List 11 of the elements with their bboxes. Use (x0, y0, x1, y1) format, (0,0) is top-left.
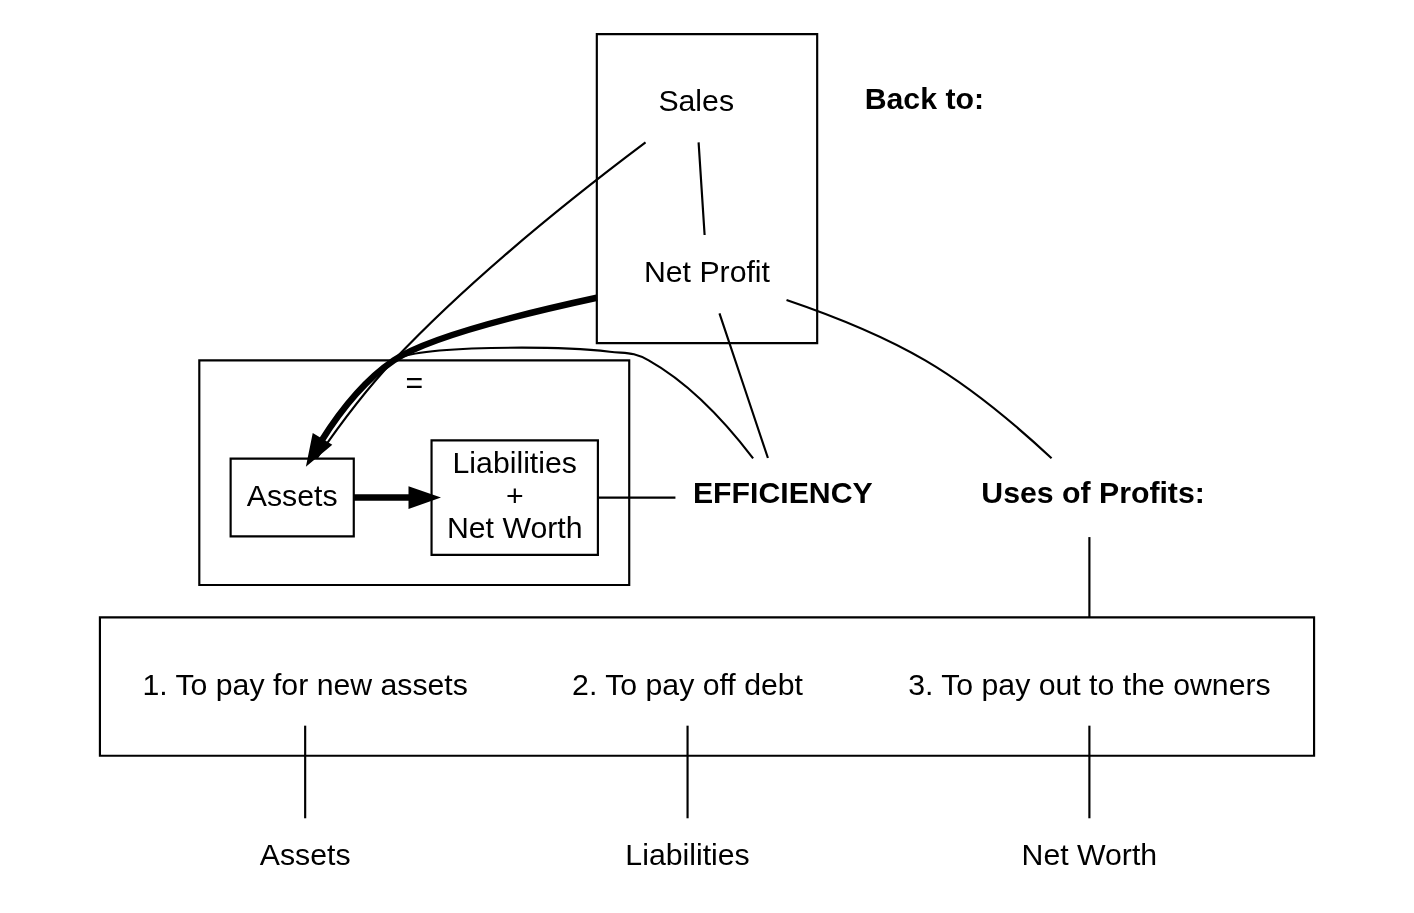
node-text: Liabilities (625, 838, 750, 872)
node-text: Sales (658, 84, 735, 118)
node-text: 3. To pay out to the owners (908, 667, 1271, 701)
node-text: Assets (259, 838, 351, 872)
node-text: 1. To pay for new assets (142, 667, 468, 701)
node-text: EFFICIENCY (692, 476, 873, 510)
node-text: Uses of Profits: (981, 476, 1205, 510)
node-text: Net Profit (643, 254, 771, 288)
node-text: Net Worth (1021, 838, 1158, 872)
node-text: 2. To pay off debt (572, 667, 803, 701)
label: Back to: (864, 82, 985, 116)
